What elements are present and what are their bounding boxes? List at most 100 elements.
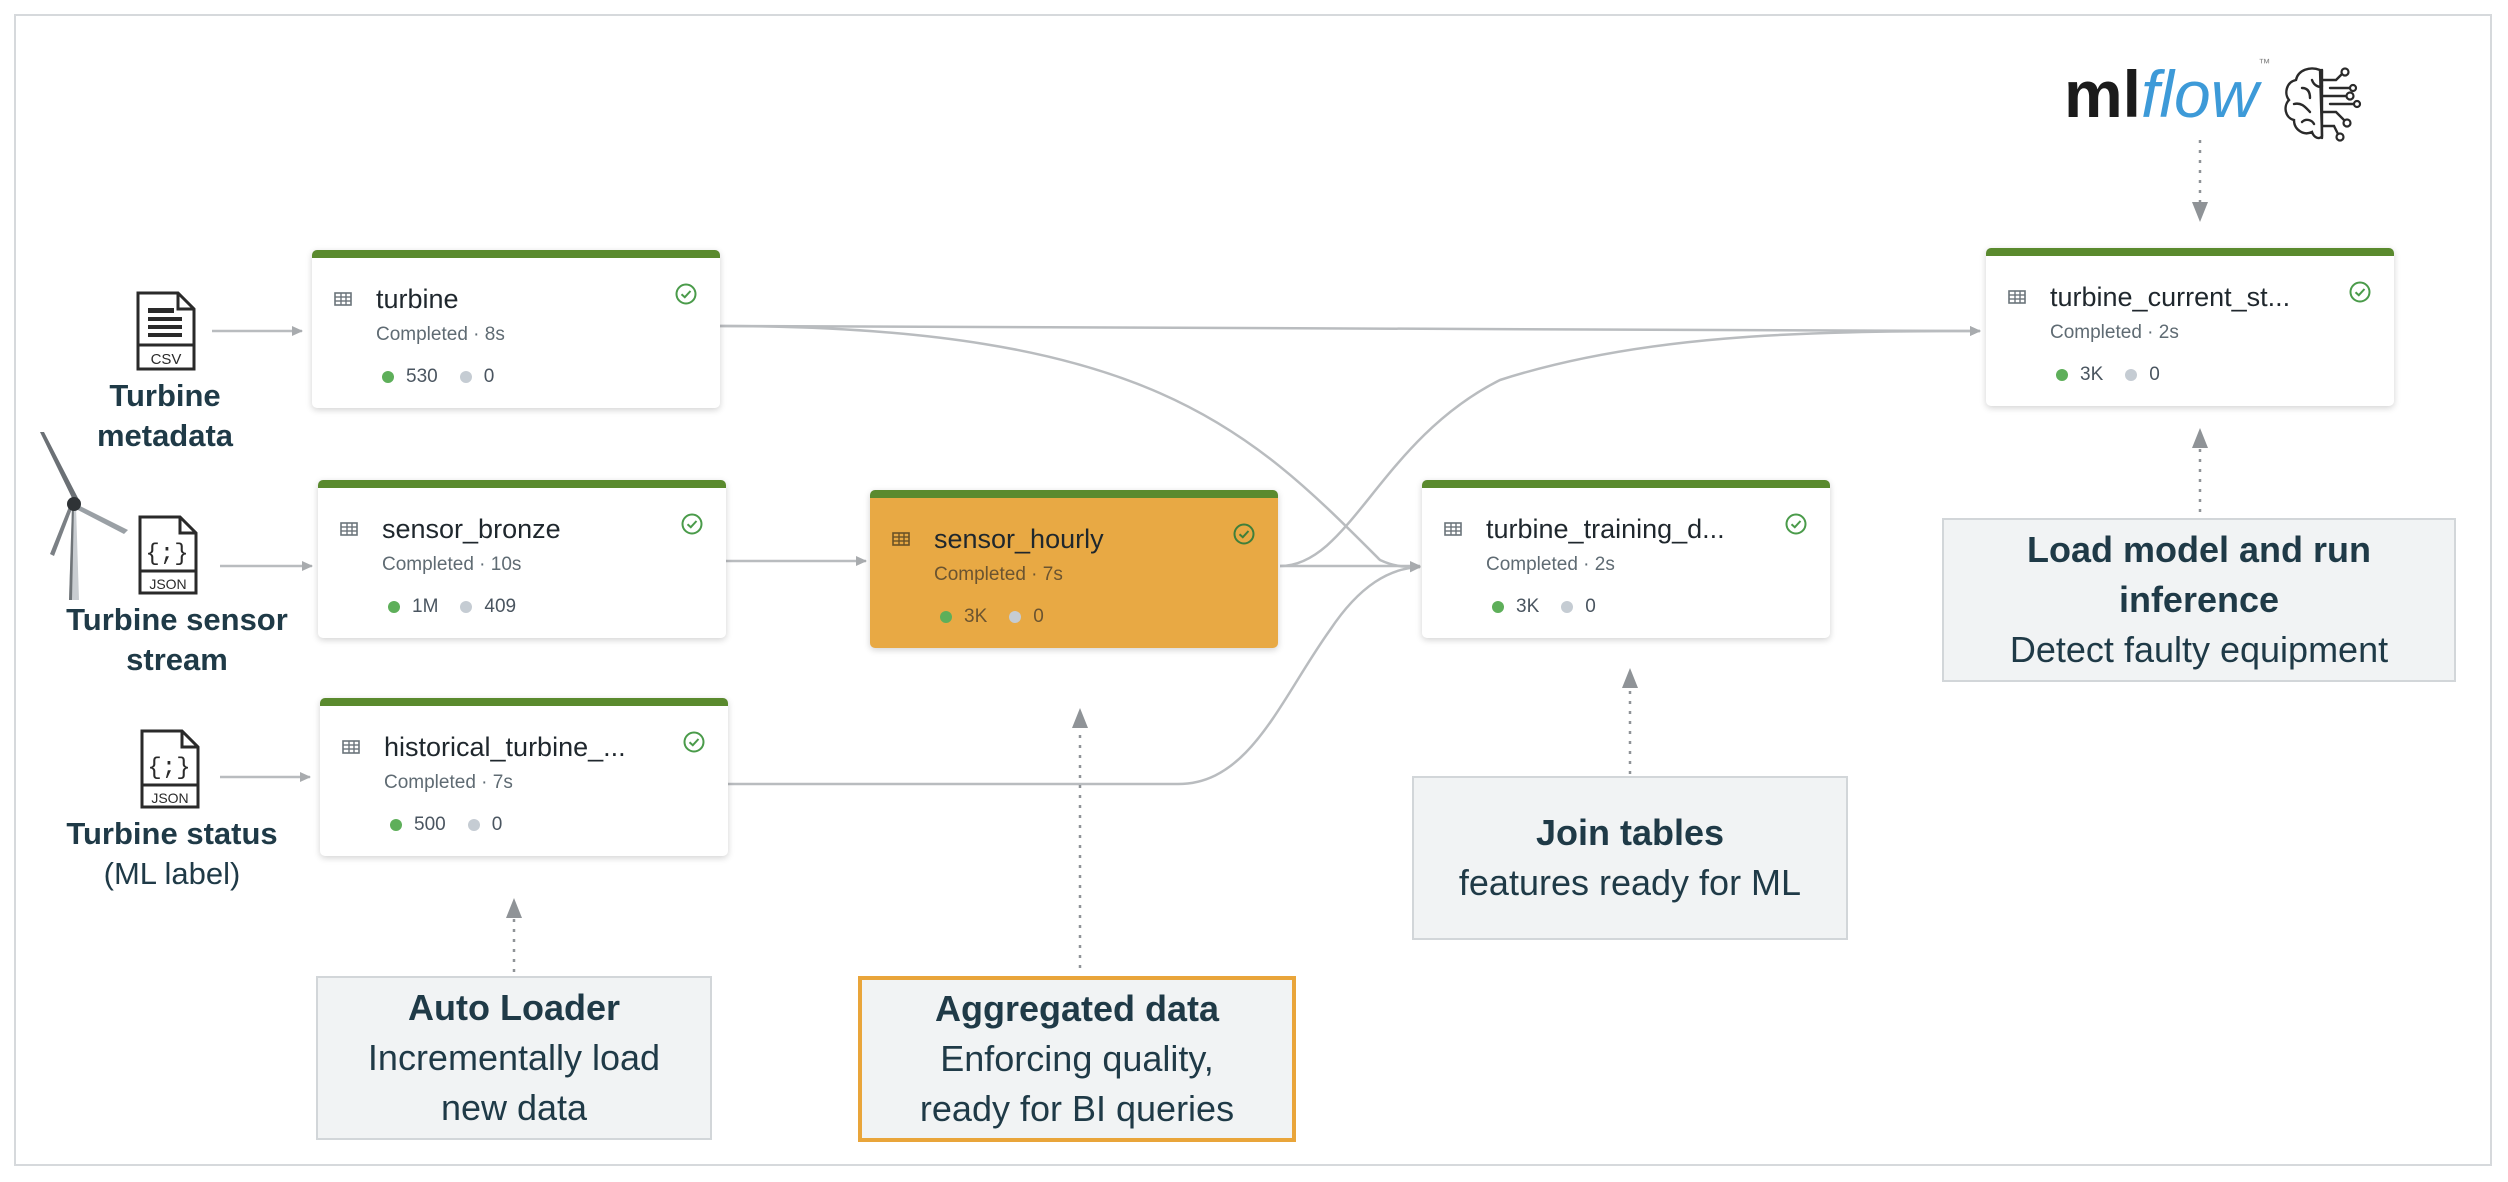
ok-dot bbox=[2056, 369, 2068, 381]
ok-dot bbox=[382, 371, 394, 383]
note-load-model: Load model and run inference Detect faul… bbox=[1942, 518, 2456, 682]
dropped-count: 0 bbox=[1033, 606, 1044, 627]
dropped-count: 409 bbox=[484, 596, 517, 617]
dropped-count: 0 bbox=[1585, 596, 1596, 617]
arrowhead-aggregated bbox=[1072, 708, 1088, 728]
ok-count: 3K bbox=[1516, 596, 1540, 617]
node-turbine-current-status[interactable]: turbine_current_st... Completed · 2s 3K … bbox=[1986, 248, 2394, 406]
ok-count: 3K bbox=[2080, 364, 2104, 385]
node-metrics: 3K 0 bbox=[1492, 596, 1596, 618]
note-join-tables: Join tables features ready for ML bbox=[1412, 776, 1848, 940]
csv-badge: CSV bbox=[151, 351, 182, 368]
json-file-icon: {;} JSON bbox=[140, 729, 200, 809]
node-name: turbine_training_d... bbox=[1486, 514, 1725, 544]
check-circle-icon bbox=[683, 731, 705, 753]
edge-turbine-to-training bbox=[719, 324, 1421, 572]
json-badge: JSON bbox=[151, 790, 188, 806]
note-desc-line2: new data bbox=[440, 1087, 588, 1128]
ok-count: 3K bbox=[964, 606, 988, 627]
table-icon bbox=[342, 740, 360, 754]
table-icon bbox=[340, 522, 358, 536]
edge-historical-to-training bbox=[728, 562, 1421, 786]
node-status: Completed · 8s bbox=[376, 324, 505, 345]
dropped-count: 0 bbox=[483, 366, 495, 387]
node-metrics: 1M 409 bbox=[388, 596, 516, 618]
edge-hourly-to-current bbox=[1279, 326, 1981, 568]
dropped-count: 0 bbox=[2149, 364, 2160, 385]
json-badge: JSON bbox=[149, 576, 186, 592]
ok-count: 500 bbox=[414, 814, 446, 835]
mlflow-logo-flow: flow bbox=[2141, 57, 2259, 131]
note-title: Auto Loader bbox=[408, 987, 620, 1028]
check-circle-icon bbox=[1233, 523, 1255, 545]
check-circle-icon bbox=[2349, 281, 2371, 303]
node-name: sensor_hourly bbox=[934, 524, 1104, 554]
node-metrics: 500 0 bbox=[390, 814, 502, 836]
table-icon bbox=[2008, 290, 2026, 304]
node-historical-turbine[interactable]: historical_turbine_... Completed · 7s 50… bbox=[320, 698, 728, 856]
arrowhead-join bbox=[1622, 668, 1638, 688]
node-status: Completed · 2s bbox=[2050, 322, 2179, 343]
ok-dot bbox=[390, 819, 402, 831]
note-desc-line1: features ready for ML bbox=[1458, 862, 1802, 903]
node-turbine-training[interactable]: turbine_training_d... Completed · 2s 3K … bbox=[1422, 480, 1830, 638]
mlflow-logo-ml: ml bbox=[2064, 57, 2142, 131]
note-title-line2: inference bbox=[2118, 579, 2280, 620]
ok-dot bbox=[940, 611, 952, 623]
table-icon bbox=[334, 292, 352, 306]
ok-dot bbox=[388, 601, 400, 613]
note-title: Aggregated data bbox=[934, 988, 1220, 1029]
node-name: sensor_bronze bbox=[382, 514, 561, 544]
node-metrics: 530 0 bbox=[382, 366, 494, 388]
dropped-dot bbox=[460, 601, 473, 613]
note-auto-loader: Auto Loader Incrementally load new data bbox=[316, 976, 712, 1140]
node-name: turbine_current_st... bbox=[2050, 282, 2291, 312]
source-label-metadata: Turbine metadata bbox=[96, 378, 234, 453]
dropped-count: 0 bbox=[491, 814, 503, 835]
node-sensor-hourly[interactable]: sensor_hourly Completed · 7s 3K 0 bbox=[870, 490, 1278, 648]
node-status: Completed · 2s bbox=[1486, 554, 1615, 575]
node-sensor-bronze[interactable]: sensor_bronze Completed · 10s 1M 409 bbox=[318, 480, 726, 638]
check-circle-icon bbox=[675, 283, 697, 305]
check-circle-icon bbox=[681, 513, 703, 535]
note-title-line1: Load model and run bbox=[2026, 529, 2371, 570]
note-desc-line1: Detect faulty equipment bbox=[2009, 629, 2389, 670]
dropped-dot bbox=[2125, 369, 2138, 381]
note-desc-line2: ready for BI queries bbox=[919, 1088, 1235, 1129]
arrowhead-autoloader bbox=[506, 898, 522, 918]
node-status: Completed · 10s bbox=[382, 554, 522, 575]
note-aggregated-data: Aggregated data Enforcing quality, ready… bbox=[858, 976, 1296, 1142]
node-metrics: 3K 0 bbox=[2056, 364, 2160, 386]
ok-dot bbox=[1492, 601, 1504, 613]
source-label-status-extra: (ML label) bbox=[103, 856, 241, 891]
edge-turbine-to-current bbox=[719, 324, 1981, 336]
check-circle-icon bbox=[1785, 513, 1807, 535]
csv-file-icon: CSV bbox=[136, 291, 196, 371]
source-label-sensor-stream: Turbine sensor stream bbox=[66, 602, 288, 677]
note-desc-line1: Enforcing quality, bbox=[940, 1038, 1214, 1079]
node-status: Completed · 7s bbox=[934, 564, 1063, 585]
table-icon bbox=[1444, 522, 1462, 536]
node-name: historical_turbine_... bbox=[384, 732, 626, 762]
dropped-dot bbox=[1009, 611, 1022, 623]
note-title: Join tables bbox=[1535, 812, 1725, 853]
json-glyph: {;} bbox=[145, 541, 188, 568]
json-glyph: {;} bbox=[147, 755, 190, 782]
table-icon bbox=[892, 532, 910, 546]
note-desc-line1: Incrementally load bbox=[367, 1037, 661, 1078]
source-label-status: Turbine status (ML label) bbox=[66, 816, 278, 891]
wind-turbine-icon bbox=[40, 432, 128, 600]
brain-circuit-icon bbox=[2284, 67, 2362, 142]
mlflow-logo: mlflow™ bbox=[2064, 56, 2270, 132]
ok-count: 1M bbox=[412, 596, 439, 617]
json-file-icon: {;} JSON bbox=[138, 515, 198, 595]
arrowhead-inference bbox=[2192, 428, 2208, 448]
mlflow-logo-tm: ™ bbox=[2258, 56, 2271, 70]
dropped-dot bbox=[459, 371, 472, 383]
ok-count: 530 bbox=[406, 366, 438, 387]
node-name: turbine bbox=[376, 284, 459, 314]
node-turbine[interactable]: turbine Completed · 8s 530 0 bbox=[312, 250, 720, 408]
diagram-frame bbox=[14, 14, 2492, 1166]
arrowhead-mlflow bbox=[2192, 202, 2208, 222]
